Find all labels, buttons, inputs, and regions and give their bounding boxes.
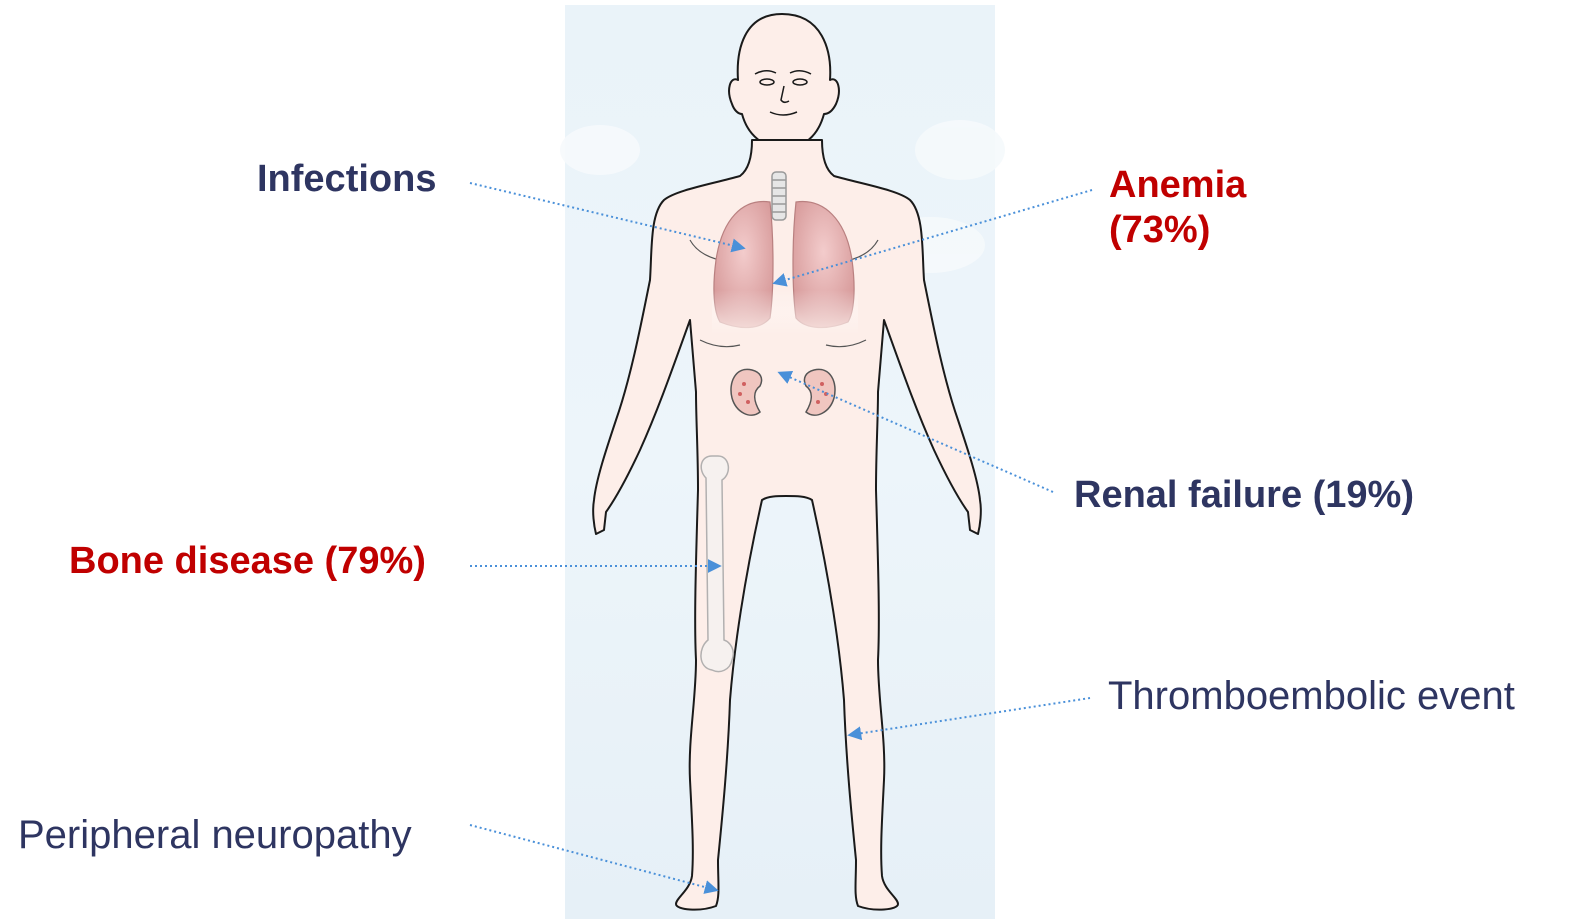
trachea-icon: [772, 172, 786, 220]
label-anemia-line2: (73%): [1109, 208, 1246, 253]
label-bone-disease: Bone disease (79%): [69, 539, 426, 584]
label-thromboembolic-event: Thromboembolic event: [1108, 673, 1515, 720]
label-anemia: Anemia (73%): [1109, 163, 1246, 253]
label-anemia-line1: Anemia: [1109, 163, 1246, 208]
label-infections: Infections: [257, 157, 436, 202]
label-peripheral-neuropathy: Peripheral neuropathy: [18, 812, 412, 859]
label-renal-failure: Renal failure (19%): [1074, 473, 1414, 518]
